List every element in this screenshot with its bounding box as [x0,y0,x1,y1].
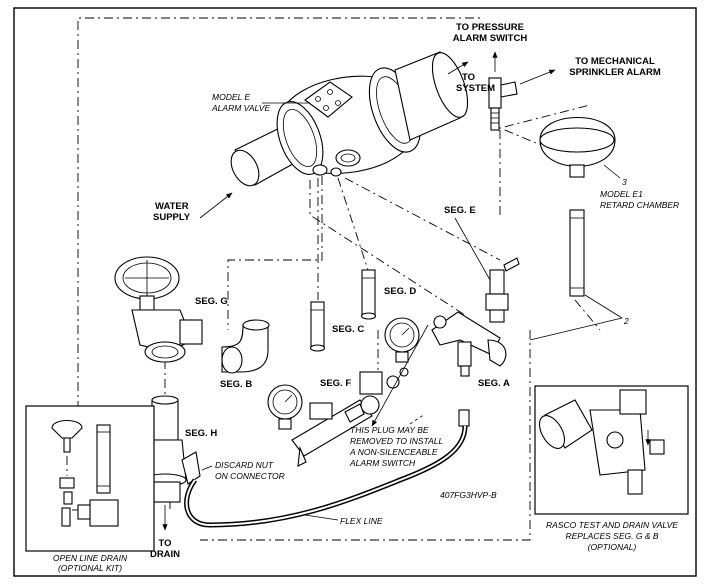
seg-f-assembly [267,317,426,467]
seg-e-fitting [485,257,520,323]
leader-flex-line [304,514,339,521]
seg-g-globe-valve [114,256,203,363]
label-to-pressure-switch-2: ALARM SWITCH [453,33,528,44]
label-model-e1: MODEL E1 [600,189,643,199]
label-open-line-drain-2: (OPTIONAL KIT) [58,563,122,573]
label-seg-f: SEG. F [320,378,351,389]
pressure-switch-tee [488,77,518,131]
arrow-water-supply [199,192,233,219]
label-to-pressure-switch: TO PRESSURE [456,22,524,33]
flex-line [184,425,468,528]
arrow-to-mechanical-alarm [519,69,556,85]
label-rasco-3: (OPTIONAL) [588,542,637,552]
leader-discard-nut [201,465,213,471]
label-drawing-id: 407FG3HVP-B [440,490,497,500]
label-seg-h: SEG. H [185,428,217,439]
rasco-valve-inset [534,385,689,515]
seg-a-assembly [431,311,507,427]
label-mechanical-alarm-2: SPRINKLER ALARM [569,67,661,78]
label-plug-note-1: THIS PLUG MAY BE [350,425,429,435]
seg-c-nipple [309,301,326,352]
label-discard-nut: DISCARD NUT [215,460,274,470]
label-open-line-drain: OPEN LINE DRAIN [53,553,128,563]
label-plug-note-2: REMOVED TO INSTALL [350,436,443,446]
alarm-valve-assembly [230,51,469,187]
leader-seg-e [454,217,491,281]
label-seg-a: SEG. A [478,378,510,389]
label-water-supply-2: SUPPLY [153,212,191,223]
arrow-plug [371,324,429,427]
seg-b-elbow [221,319,270,374]
outer-frame [13,7,697,577]
label-discard-nut-2: ON CONNECTOR [215,471,285,481]
label-rasco-2: REPLACES SEG. G & B [565,531,658,541]
leader-3 [603,164,621,179]
label-seg-g: SEG. G [195,296,228,307]
connection-lines [164,104,601,510]
label-seg-c: SEG. C [332,324,364,335]
label-to-system: TO [462,72,475,83]
label-retard-chamber: RETARD CHAMBER [600,200,679,210]
arrow-to-system [447,61,469,75]
seg-d-nipple [360,269,377,320]
label-water-supply: WATER [155,201,189,212]
open-line-drain-inset [25,405,155,552]
label-seg-e: SEG. E [444,205,476,216]
label-flex-line: FLEX LINE [340,516,383,526]
leader-2a [584,294,623,319]
label-mechanical-alarm: TO MECHANICAL [575,56,655,67]
label-model-e-2: ALARM VALVE [211,103,270,113]
label-plug-note-3: A NON-SILENCEABLE [349,447,438,457]
callout-2: 2 [623,316,629,326]
label-to-drain: TO [158,538,171,549]
label-to-system-2: SYSTEM [456,83,495,94]
callout-3: 3 [622,177,627,187]
label-model-e: MODEL E [212,92,250,102]
retard-chamber [539,116,616,297]
leader-2b [529,317,623,341]
label-seg-d: SEG. D [384,286,416,297]
label-seg-b: SEG. B [220,379,252,390]
label-rasco: RASCO TEST AND DRAIN VALVE [546,520,678,530]
label-plug-note-4: ALARM SWITCH [349,458,416,468]
label-to-drain-2: DRAIN [150,549,180,560]
